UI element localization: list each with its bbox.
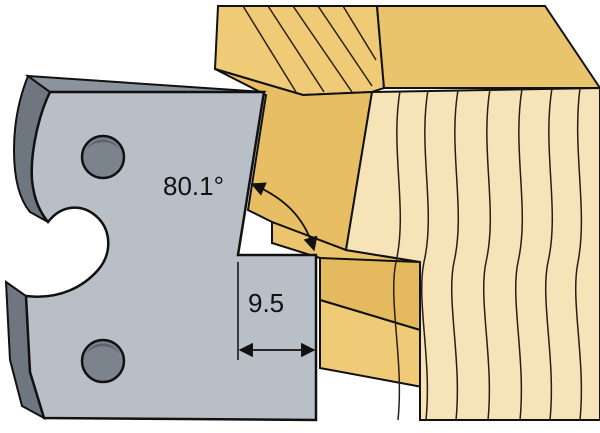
angle-label: 80.1°: [163, 171, 224, 201]
knife-mount-hole-upper: [80, 134, 126, 180]
dimension-annotations: 80.1° 9.5: [163, 171, 318, 360]
knife-hole-shade-upper: [86, 139, 120, 150]
profile-knife: [4, 74, 318, 422]
wood-grain-lines: [392, 87, 583, 421]
wood-block: [213, 5, 600, 422]
depth-label: 9.5: [248, 288, 284, 318]
wood-top-face-right: [375, 5, 600, 89]
wood-front-face: [344, 86, 600, 421]
knife-mount-hole-lower: [80, 338, 126, 384]
knife-hole-shade-lower: [86, 343, 120, 354]
wood-top-grain: [242, 5, 377, 93]
angle-arc: [250, 182, 318, 252]
